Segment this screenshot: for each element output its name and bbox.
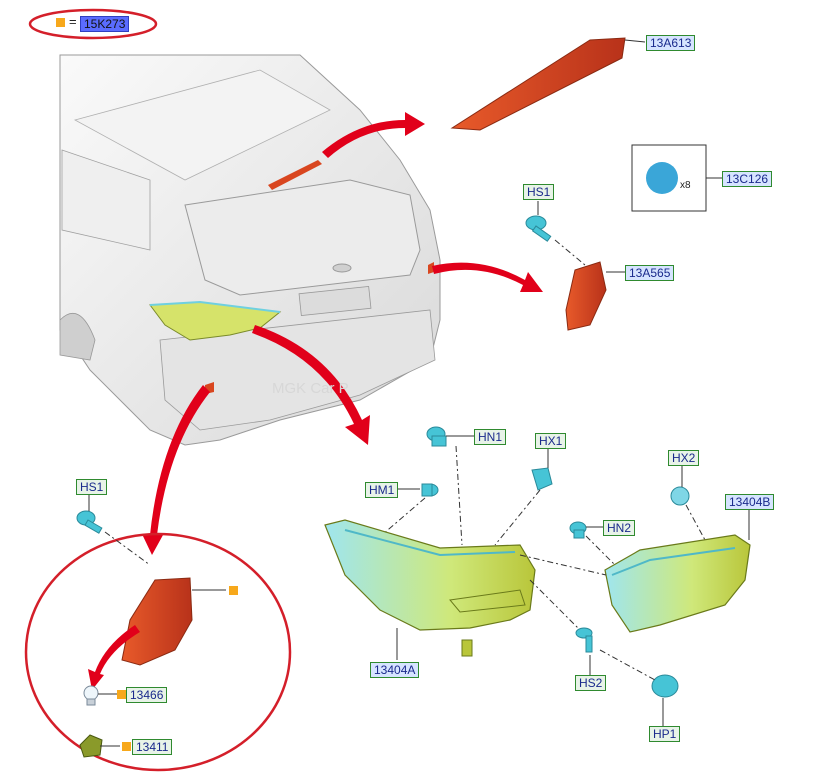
rear-reflector-left [121, 577, 226, 666]
high-mount-stop-lamp [450, 37, 646, 131]
marker-15K273-socket [122, 742, 131, 751]
red-arrow-to-reflector [142, 385, 210, 555]
red-arrow-to-tail-lamp [252, 325, 370, 445]
callout-13A613[interactable]: 13A613 [646, 35, 696, 51]
callout-hn1[interactable]: HN1 [474, 429, 507, 445]
callout-13466[interactable]: 13466 [126, 687, 168, 703]
callout-hx1[interactable]: HX1 [535, 433, 567, 449]
marker-15K273-reflector [229, 586, 238, 595]
callout-hm1[interactable]: HM1 [365, 482, 399, 498]
callout-13A565[interactable]: 13A565 [625, 265, 675, 281]
nut-hn2 [569, 521, 616, 566]
plug-hp1 [599, 649, 679, 727]
red-arrow-to-13A613 [322, 112, 425, 158]
nut-hm1 [381, 483, 439, 536]
nut-hn1 [426, 426, 474, 546]
bolt-hx1 [494, 447, 553, 546]
legend-code-15K273[interactable]: 15K273 [80, 16, 130, 32]
reflector-highlight-circle [24, 532, 292, 772]
callout-hn2[interactable]: HN2 [603, 520, 636, 536]
socket-13411 [79, 734, 120, 758]
watermark: MGK Car P [272, 380, 349, 397]
red-arrow-to-13A565 [432, 262, 543, 292]
callout-hs1-left[interactable]: HS1 [76, 479, 108, 495]
cap-detail-box [631, 144, 722, 212]
tail-lamp-inner-13404B [604, 508, 751, 633]
callout-hs1-top[interactable]: HS1 [523, 184, 555, 200]
callout-hp1[interactable]: HP1 [649, 726, 681, 742]
rear-reflector-right [565, 261, 625, 331]
callout-hx2[interactable]: HX2 [668, 450, 700, 466]
connector-line-lamps [519, 554, 607, 576]
callout-13404A[interactable]: 13404A [370, 662, 420, 678]
vehicle-rear-view [59, 54, 441, 446]
tail-lamp-outer-13404A [324, 519, 536, 660]
legend-highlight-ellipse [28, 8, 158, 40]
red-arrow-to-bulb [88, 625, 140, 690]
bulb-13466 [83, 685, 118, 706]
bolt-hx2 [670, 464, 706, 541]
quantity-label: x8 [680, 180, 691, 191]
callout-hs2[interactable]: HS2 [575, 675, 607, 691]
marker-15K273-bulb [117, 690, 126, 699]
callout-13C126[interactable]: 13C126 [722, 171, 773, 187]
screw-hs2 [529, 579, 593, 676]
callout-13411[interactable]: 13411 [132, 739, 173, 755]
legend-marker-square [56, 18, 65, 27]
screw-hs1-top [525, 201, 586, 266]
callout-13404B[interactable]: 13404B [725, 494, 775, 510]
screw-hs1-left [76, 495, 151, 566]
legend-equals: = [69, 14, 77, 29]
